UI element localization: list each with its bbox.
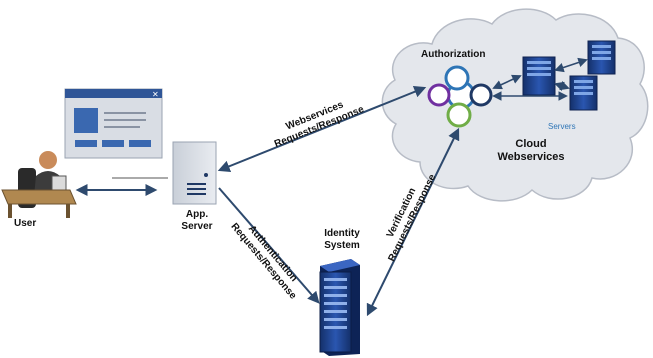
auth-server-arrow [492,74,522,90]
identity-system-label: Identity System [318,228,366,251]
app-server-icon [172,141,217,205]
cloud-server-icon [587,40,616,75]
server-server-arrow [554,57,588,73]
app-server-label: App. Server [176,209,218,232]
cloud-server-icon [569,75,598,111]
cloud-label-line1: Cloud [515,138,547,150]
user-label: User [14,218,37,229]
authorization-label: Authorization [421,49,486,60]
server-server-arrow [554,81,570,91]
app-window-icon: ✕ [64,88,163,159]
webservices-arrow [217,86,427,172]
svg-text:✕: ✕ [152,90,159,99]
identity-system-label-line1: Identity [324,228,360,239]
authorization-cycle-icon [427,65,493,128]
user-desk-icon [1,151,77,218]
servers-label: Servers [548,122,576,131]
app-server-label-line1: App. [185,209,209,220]
verification-arrow [366,127,460,317]
cloud-label: Cloud Webservices [491,138,571,163]
cloud-label-line2: Webservices [497,150,565,163]
app-server-label-line2: Server [181,220,213,232]
cloud-server-icon [522,56,556,96]
authentication-arrow [218,187,320,304]
identity-server-rack-icon [319,259,360,356]
identity-system-label-line2: System [324,239,360,251]
